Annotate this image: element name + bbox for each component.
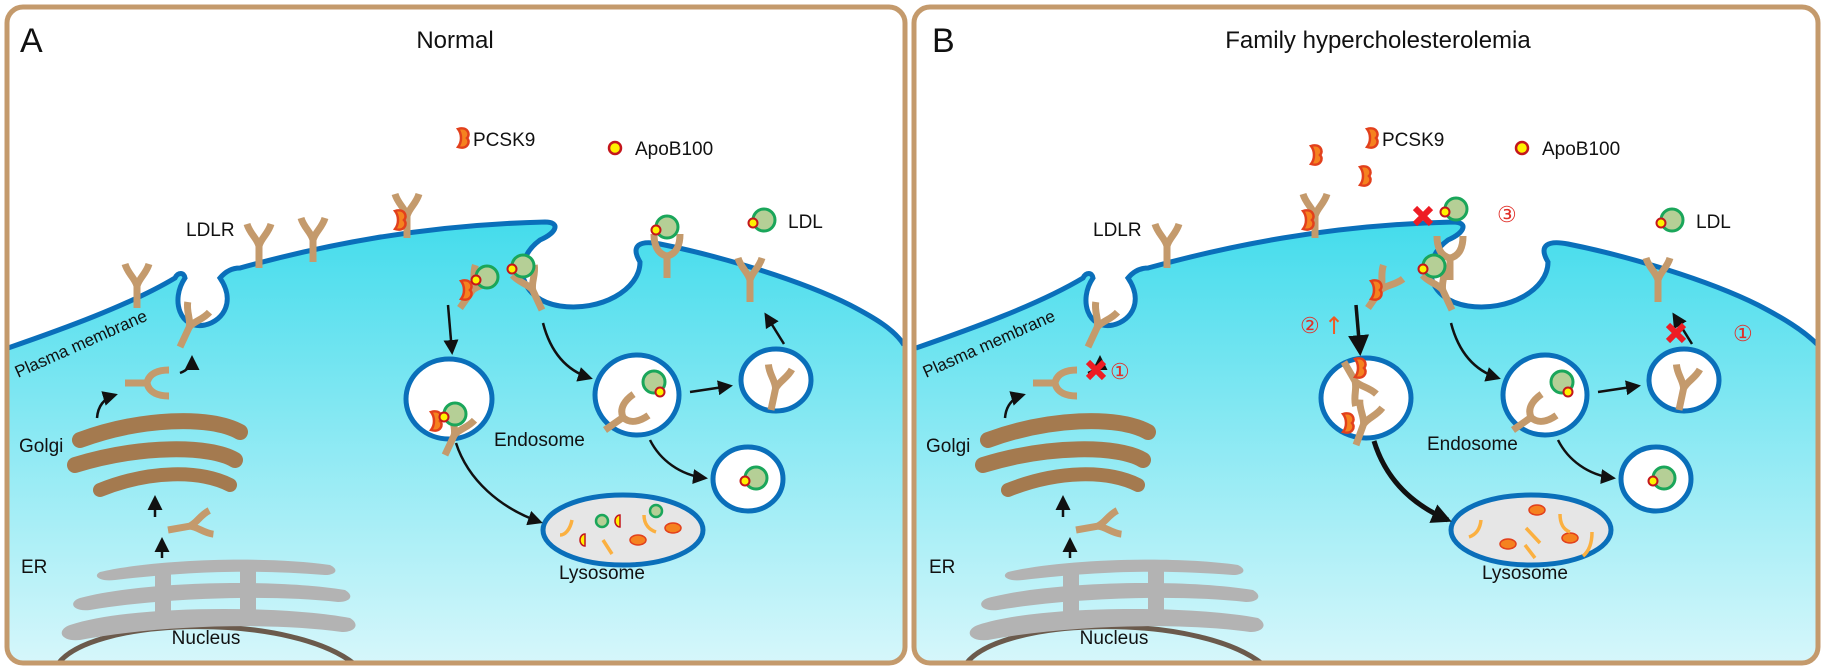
nucleus-label: Nucleus	[172, 628, 241, 649]
panel-a-frame	[4, 4, 908, 666]
endosome-label: Endosome	[494, 430, 585, 451]
ldl-bound	[650, 214, 680, 240]
annotation-2-pcsk9: ②	[1300, 314, 1320, 339]
panel-letter: A	[20, 22, 43, 60]
ldl-blocked	[1439, 196, 1469, 222]
legend-ldl	[1655, 207, 1685, 233]
annotation-1-recycling: ①	[1733, 322, 1753, 347]
legend-ldl-label: LDL	[788, 212, 823, 233]
arrow-golgi-exit	[95, 391, 118, 419]
lysosome-contents	[1468, 504, 1594, 560]
lysosome-label: Lysosome	[559, 563, 645, 584]
lysosome-label: Lysosome	[1482, 563, 1568, 584]
er	[969, 559, 1264, 641]
legend-apob100-label: ApoB100	[1542, 139, 1620, 160]
legend-pcsk9	[456, 127, 470, 149]
plasma-membrane	[916, 219, 1816, 351]
panel-title: Family hypercholesterolemia	[1225, 27, 1531, 54]
increase-arrow: ↑	[1324, 312, 1344, 340]
annotation-1-transport: ①	[1110, 360, 1130, 385]
legend-apob100	[1514, 140, 1530, 156]
legend-ldl-label: LDL	[1696, 212, 1731, 233]
arrow-to-ldl-vesicle	[648, 439, 708, 485]
er	[61, 559, 356, 641]
arrow-pit-to-endosome-pcsk9	[443, 304, 459, 355]
golgi-label: Golgi	[926, 436, 970, 457]
legend-apob100	[607, 140, 623, 156]
legend-pcsk9-label: PCSK9	[473, 130, 535, 151]
legend-pcsk9-label: PCSK9	[1382, 130, 1444, 151]
panel-a: A Normal PCSK9 ApoB100 LDL LDLR Plasma m…	[4, 4, 908, 666]
pcsk9-bound	[393, 209, 407, 231]
legend-pcsk9	[1365, 127, 1379, 149]
legend-apob100-label: ApoB100	[635, 139, 713, 160]
annotation-3-binding: ③	[1497, 203, 1517, 228]
er-label: ER	[929, 557, 955, 578]
arrow-pit-to-endosome-ldl	[541, 322, 593, 382]
ldlr-label: LDLR	[1093, 220, 1142, 241]
cytoplasm	[916, 222, 1816, 662]
nucleus-label: Nucleus	[1080, 628, 1149, 649]
endosome-label: Endosome	[1427, 434, 1518, 455]
endosome-pcsk9	[403, 356, 495, 442]
ldlr-label: LDLR	[186, 220, 235, 241]
legend-ldl	[747, 207, 777, 233]
panel-b: B Family hypercholesterolemia PCSK9 ApoB…	[911, 4, 1821, 666]
endosome-pcsk9	[1318, 355, 1414, 441]
golgi-label: Golgi	[19, 436, 63, 457]
panel-b-frame	[911, 4, 1821, 666]
er-label: ER	[21, 557, 47, 578]
lysosome-contents	[559, 503, 682, 555]
panel-letter: B	[932, 22, 955, 60]
arrow-to-lysosome-enhanced	[1371, 440, 1452, 523]
arrow-to-membrane	[179, 355, 200, 375]
panel-title: Normal	[416, 27, 493, 54]
golgi	[975, 413, 1156, 497]
arrow-to-recycling	[689, 380, 733, 396]
arrow-recycle-to-membrane	[764, 312, 786, 345]
arrow-to-lysosome	[454, 442, 543, 526]
golgi	[67, 413, 248, 497]
lysosome	[1448, 492, 1614, 568]
